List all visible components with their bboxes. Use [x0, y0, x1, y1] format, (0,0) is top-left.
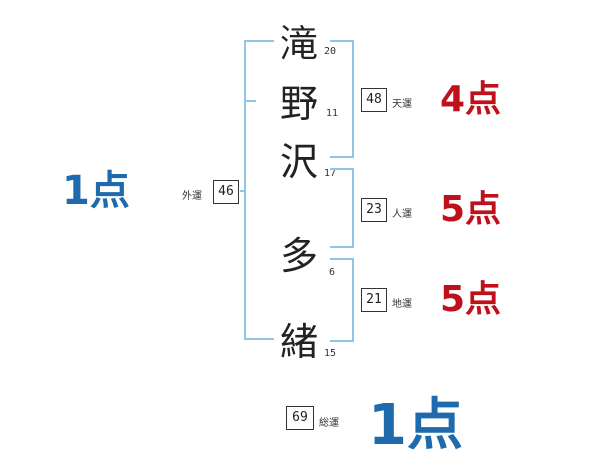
outer-bracket — [244, 40, 274, 340]
outer-fortune-label: 外運 — [182, 191, 202, 202]
person-fortune-label: 人運 — [392, 209, 412, 220]
stroke-count-3: 17 — [324, 168, 337, 179]
name-char-3: 沢 — [280, 140, 319, 184]
total-fortune-score: 1点 — [368, 393, 463, 458]
outer-bracket-tick — [244, 100, 256, 102]
outer-fortune-score: 1点 — [62, 168, 130, 214]
earth-fortune-value: 21 — [361, 288, 387, 312]
heaven-bracket — [330, 40, 354, 158]
person-fortune-value: 23 — [361, 198, 387, 222]
stroke-count-4: 6 — [329, 267, 336, 278]
stroke-count-2: 11 — [326, 108, 339, 119]
heaven-fortune-value: 48 — [361, 88, 387, 112]
heaven-fortune-score: 4点 — [440, 79, 502, 120]
stroke-count-5: 15 — [324, 348, 337, 359]
total-fortune-value: 69 — [286, 406, 314, 430]
stroke-count-1: 20 — [324, 46, 337, 57]
heaven-fortune-label: 天運 — [392, 99, 412, 110]
earth-fortune-label: 地運 — [392, 299, 412, 310]
name-char-2: 野 — [280, 82, 319, 126]
earth-bracket — [330, 258, 354, 342]
person-bracket — [330, 168, 354, 248]
name-char-4: 多 — [280, 234, 319, 278]
name-char-5: 緒 — [280, 320, 319, 364]
total-fortune-label: 総運 — [319, 418, 339, 429]
outer-fortune-value: 46 — [213, 180, 239, 204]
person-fortune-score: 5点 — [440, 189, 502, 230]
outer-bracket-joint — [240, 190, 246, 192]
earth-fortune-score: 5点 — [440, 279, 502, 320]
name-char-1: 滝 — [280, 22, 319, 66]
